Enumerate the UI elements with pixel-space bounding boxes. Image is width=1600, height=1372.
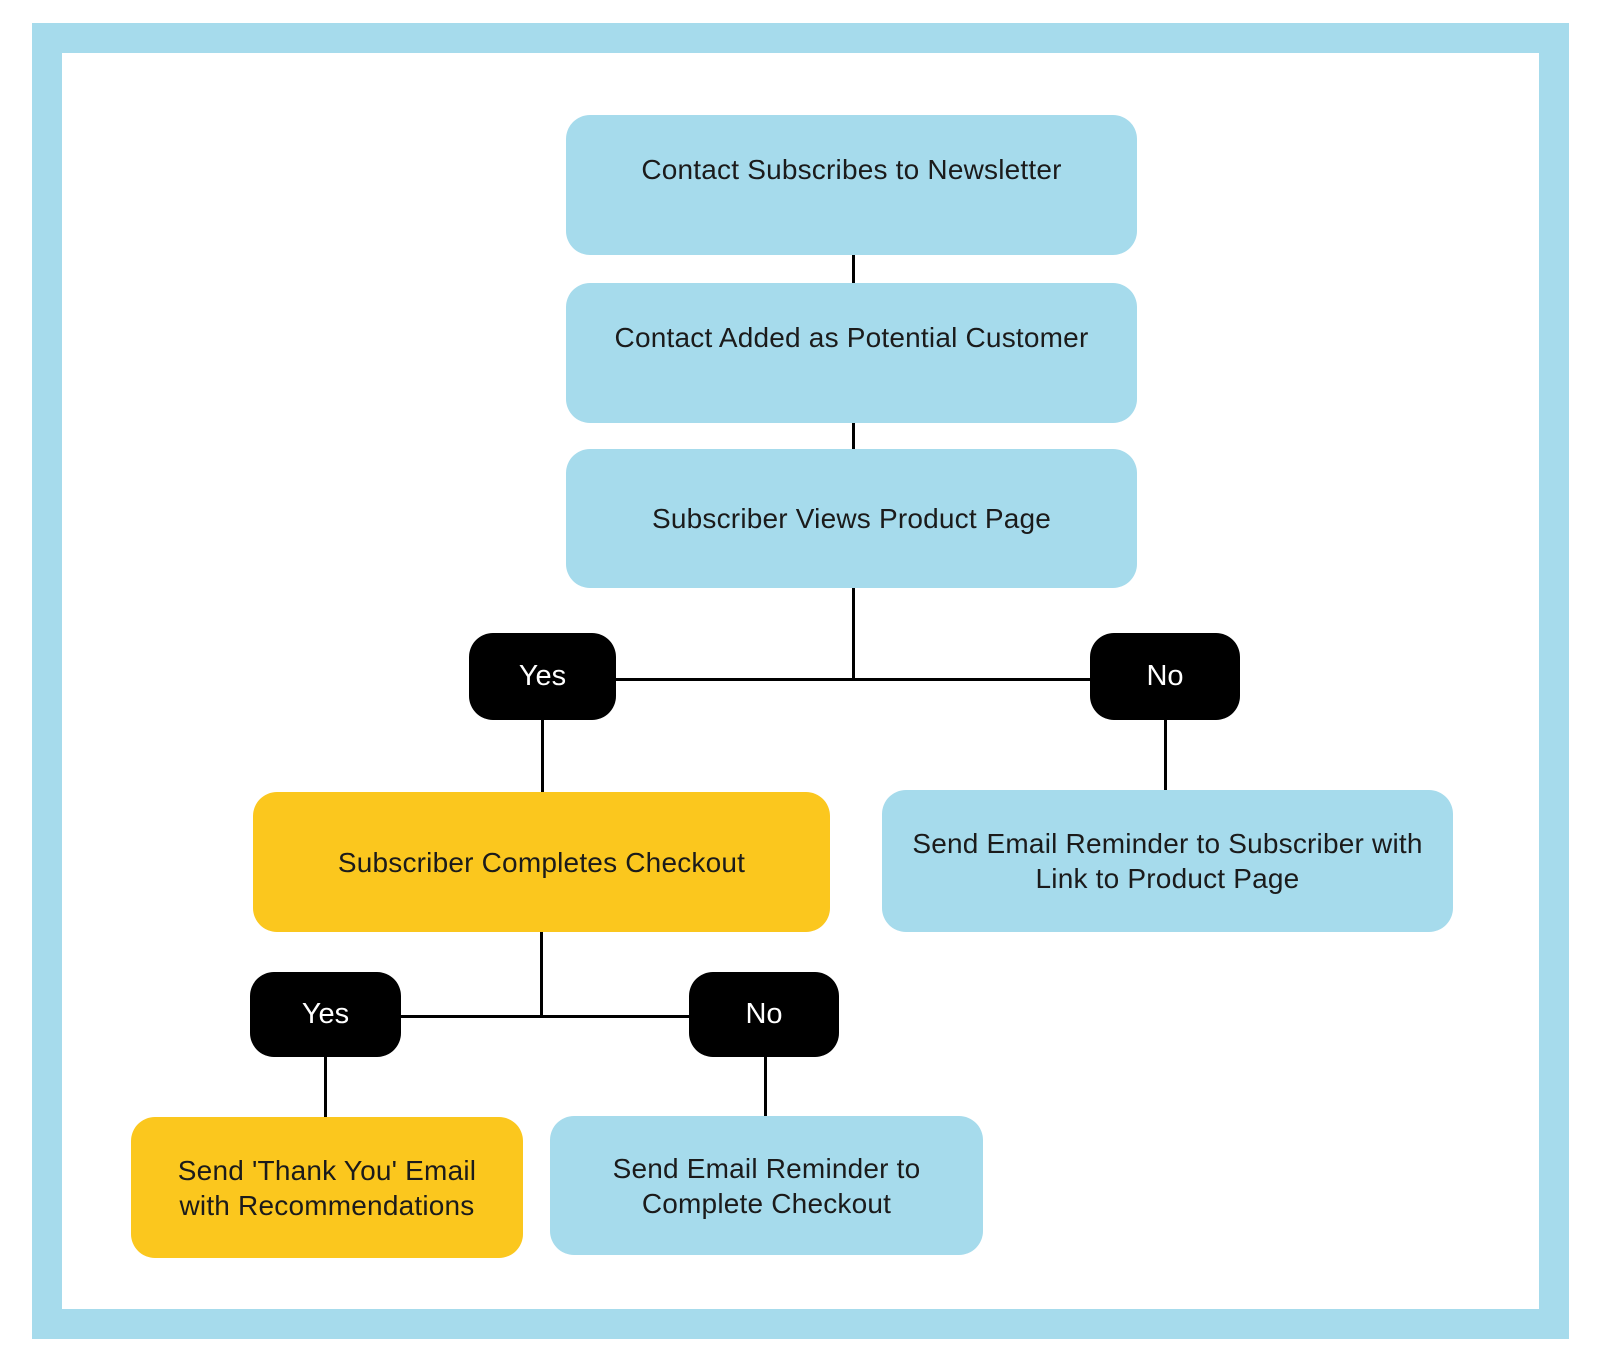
- branch-label: Yes: [301, 998, 350, 1030]
- node-label-line2: Complete Checkout: [641, 1187, 892, 1219]
- branch1-no-pill: No: [1090, 633, 1240, 720]
- connector-checkout-to-branch: [540, 932, 543, 1016]
- branch2-yes-pill: Yes: [250, 972, 401, 1057]
- node-label: Subscriber Views Product Page: [651, 503, 1052, 534]
- node-label-line1: Send Email Reminder to Subscriber with: [912, 828, 1423, 859]
- connector-added-to-views: [852, 423, 855, 449]
- connector-no2-to-reminder: [764, 1057, 767, 1116]
- branch-label: Yes: [518, 660, 567, 692]
- node-label-line1: Send 'Thank You' Email: [177, 1154, 477, 1186]
- node-label-line2: with Recommendations: [179, 1189, 475, 1221]
- node-contact-subscribes: Contact Subscribes to Newsletter: [566, 115, 1137, 255]
- branch1-yes-pill: Yes: [469, 633, 616, 720]
- node-contact-added: Contact Added as Potential Customer: [566, 283, 1137, 423]
- connector-no1-to-reminder: [1164, 720, 1167, 790]
- node-email-reminder-complete-checkout: Send Email Reminder to Complete Checkout: [550, 1116, 983, 1255]
- connector-branch1-horizontal: [616, 678, 1090, 681]
- node-label-line2: Link to Product Page: [1035, 863, 1300, 894]
- connector-subscribes-to-added: [852, 255, 855, 283]
- page-border-frame: [32, 23, 1569, 1339]
- connector-views-to-branch: [852, 588, 855, 679]
- node-label: Contact Added as Potential Customer: [614, 322, 1089, 353]
- connector-yes1-to-checkout: [541, 720, 544, 792]
- node-label-line1: Send Email Reminder to: [612, 1152, 921, 1184]
- connector-branch2-horizontal: [401, 1015, 689, 1018]
- node-email-reminder-product-link: Send Email Reminder to Subscriber with L…: [882, 790, 1453, 932]
- node-label: Contact Subscribes to Newsletter: [641, 154, 1062, 185]
- node-label: Subscriber Completes Checkout: [337, 846, 746, 878]
- branch-label: No: [1146, 660, 1184, 692]
- node-thank-you-email: Send 'Thank You' Email with Recommendati…: [131, 1117, 523, 1258]
- branch2-no-pill: No: [689, 972, 839, 1057]
- connector-yes2-to-thankyou: [324, 1057, 327, 1117]
- node-subscriber-completes-checkout: Subscriber Completes Checkout: [253, 792, 830, 932]
- branch-label: No: [745, 998, 783, 1030]
- node-subscriber-views-product: Subscriber Views Product Page: [566, 449, 1137, 588]
